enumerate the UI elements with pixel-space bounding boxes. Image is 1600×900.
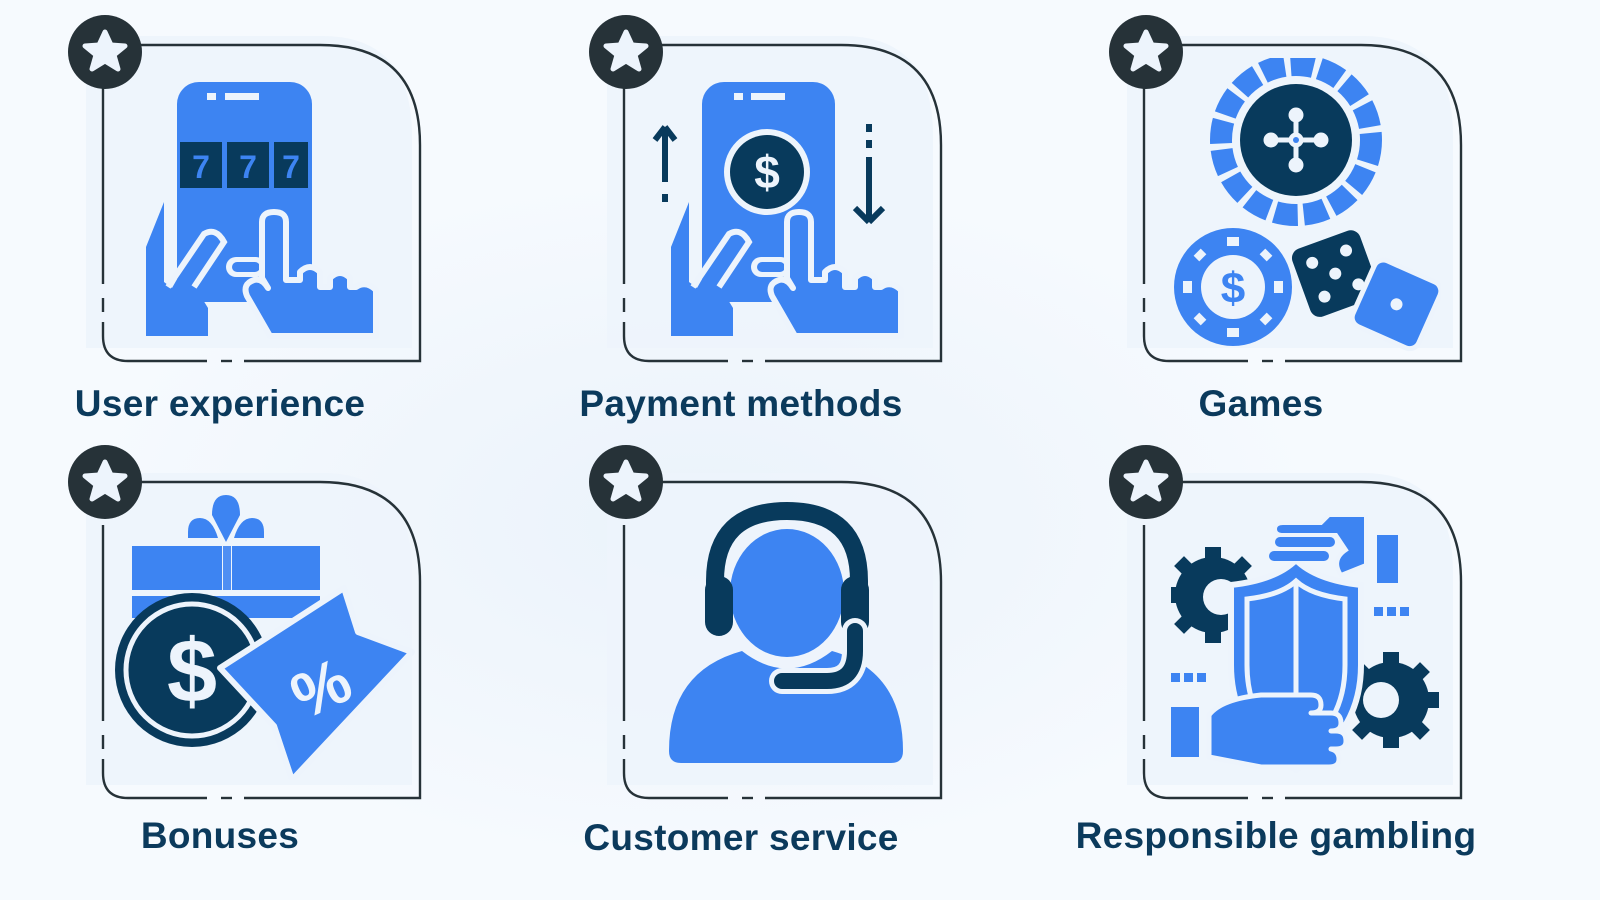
star-icon xyxy=(603,29,649,72)
card-responsible-gambling: Responsible gambling xyxy=(1076,445,1501,865)
card-label: Responsible gambling xyxy=(1075,815,1477,856)
badge xyxy=(1109,15,1183,89)
card-games: $ Games xyxy=(1101,8,1501,428)
card-label: User experience xyxy=(74,383,366,424)
svg-text:$: $ xyxy=(754,146,780,198)
svg-text:$: $ xyxy=(167,622,217,722)
card-label: Games xyxy=(1198,383,1324,424)
card-label: Bonuses xyxy=(140,815,300,856)
phone-dollar-transfer-icon: $ xyxy=(652,82,904,339)
phone-slot-777-touch-icon: 7 7 7 xyxy=(146,82,379,339)
badge xyxy=(589,445,663,519)
svg-text:7: 7 xyxy=(192,149,210,185)
badge xyxy=(589,15,663,89)
star-icon xyxy=(1123,29,1169,72)
gear-icon xyxy=(1352,652,1439,748)
star-icon xyxy=(603,459,649,502)
gift-coin-discount-tag-icon: $ % xyxy=(115,495,415,780)
headset-agent-icon xyxy=(669,501,903,763)
roulette-chip-dice-icon: $ xyxy=(1174,58,1441,352)
badge xyxy=(68,445,142,519)
shield-hands-gears-icon xyxy=(1171,515,1439,774)
star-icon xyxy=(82,459,128,502)
card-label: Payment methods xyxy=(579,383,903,424)
badge xyxy=(68,15,142,89)
svg-text:7: 7 xyxy=(282,149,300,185)
svg-text:7: 7 xyxy=(239,149,257,185)
card-bonuses: $ % Bonuses xyxy=(60,445,460,865)
star-icon xyxy=(82,29,128,72)
card-label: Customer service xyxy=(583,817,899,858)
badge xyxy=(1109,445,1183,519)
card-customer-service: Customer service xyxy=(581,445,981,865)
card-payment-methods: $ Payment methods xyxy=(579,8,981,428)
card-user-experience: 7 7 7 User experience xyxy=(60,8,460,428)
star-icon xyxy=(1123,459,1169,502)
svg-text:$: $ xyxy=(1221,264,1245,313)
